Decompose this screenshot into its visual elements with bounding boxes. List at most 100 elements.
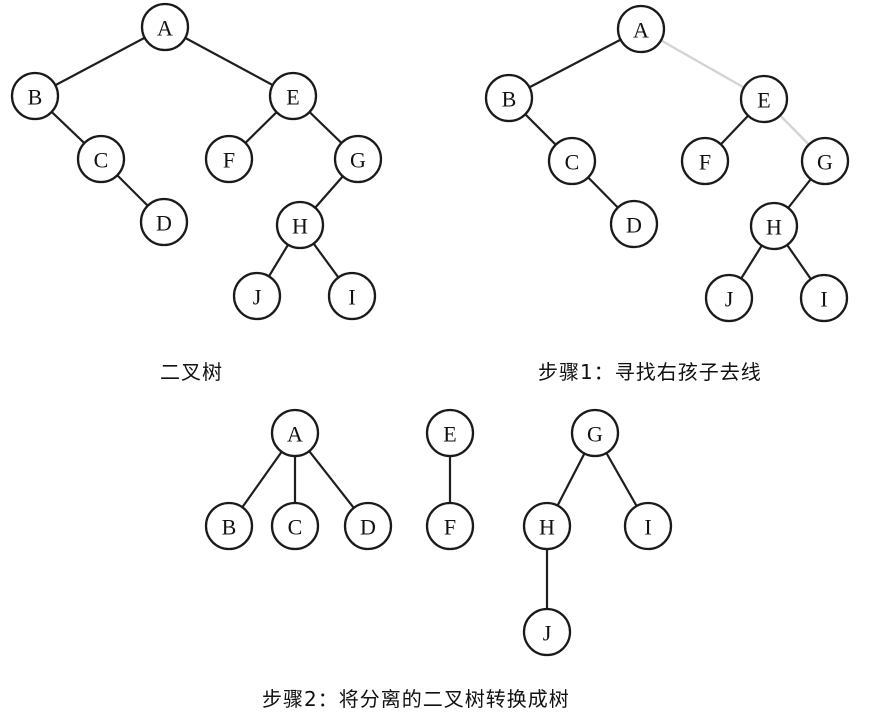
tree-node-F-diagram-2: F xyxy=(425,501,475,551)
tree-node-I-diagram-0: I xyxy=(327,271,377,321)
node-label: H xyxy=(539,515,555,540)
edge-A-E-diagram-0 xyxy=(163,25,295,98)
node-label: B xyxy=(28,85,43,110)
node-circle xyxy=(10,71,60,121)
tree-node-J-diagram-1: J xyxy=(704,273,754,323)
node-circle xyxy=(547,136,597,186)
node-label: A xyxy=(287,422,303,447)
node-label: H xyxy=(292,214,308,239)
tree-node-A-diagram-1: A xyxy=(616,4,666,54)
node-circle xyxy=(425,501,475,551)
node-label: G xyxy=(350,148,366,173)
node-label: C xyxy=(565,150,580,175)
node-label: D xyxy=(360,515,376,540)
node-circle xyxy=(570,408,620,458)
node-circle xyxy=(800,136,850,186)
tree-node-B-diagram-0: B xyxy=(10,71,60,121)
node-circle xyxy=(343,501,393,551)
tree-node-B-diagram-1: B xyxy=(484,73,534,123)
tree-node-E-diagram-1: E xyxy=(739,74,789,124)
node-circle xyxy=(616,4,666,54)
node-circle xyxy=(275,200,325,250)
node-circle xyxy=(140,2,190,52)
node-label: F xyxy=(699,150,711,175)
tree-node-D-diagram-1: D xyxy=(609,199,659,249)
tree-node-G-diagram-1: G xyxy=(800,136,850,186)
node-label: C xyxy=(94,148,109,173)
caption-step-2: 步骤2：将分离的二叉树转换成树 xyxy=(262,687,570,711)
tree-node-H-diagram-0: H xyxy=(275,200,325,250)
nodes-layer: A B E C D F G H J I A B E C D F G H J I A B C D E F G H I J xyxy=(10,2,850,657)
tree-node-C-diagram-2: C xyxy=(270,501,320,551)
node-label: I xyxy=(644,515,651,540)
tree-node-B-diagram-2: B xyxy=(204,501,254,551)
node-label: D xyxy=(626,213,642,238)
edge-A-B-diagram-1 xyxy=(507,27,643,100)
node-label: G xyxy=(817,150,833,175)
node-circle xyxy=(425,408,475,458)
tree-node-I-diagram-1: I xyxy=(799,273,849,323)
node-circle xyxy=(749,201,799,251)
tree-node-H-diagram-2: H xyxy=(522,501,572,551)
caption-step-1: 步骤1：寻找右孩子去线 xyxy=(538,360,762,384)
node-circle xyxy=(799,273,849,323)
node-circle xyxy=(270,408,320,458)
tree-node-E-diagram-0: E xyxy=(268,71,318,121)
node-label: B xyxy=(222,515,237,540)
node-label: G xyxy=(587,422,603,447)
node-label: J xyxy=(253,285,262,310)
tree-node-G-diagram-0: G xyxy=(333,134,383,184)
node-circle xyxy=(522,501,572,551)
node-circle xyxy=(327,271,377,321)
node-circle xyxy=(333,134,383,184)
tree-node-J-diagram-2: J xyxy=(522,607,572,657)
node-circle xyxy=(268,71,318,121)
tree-node-F-diagram-1: F xyxy=(680,136,730,186)
tree-node-F-diagram-0: F xyxy=(204,134,254,184)
node-label: H xyxy=(766,215,782,240)
tree-node-I-diagram-2: I xyxy=(623,501,673,551)
edges-layer xyxy=(33,25,827,634)
node-circle xyxy=(739,74,789,124)
node-label: B xyxy=(502,87,517,112)
node-circle xyxy=(609,199,659,249)
node-label: E xyxy=(286,85,299,110)
node-label: I xyxy=(820,287,827,312)
tree-node-D-diagram-0: D xyxy=(139,197,189,247)
tree-node-E-diagram-2: E xyxy=(425,408,475,458)
node-label: E xyxy=(443,422,456,447)
node-circle xyxy=(204,501,254,551)
node-label: J xyxy=(543,621,552,646)
node-circle xyxy=(680,136,730,186)
caption-binary-tree: 二叉树 xyxy=(160,360,223,384)
node-circle xyxy=(623,501,673,551)
node-label: J xyxy=(725,287,734,312)
tree-node-D-diagram-2: D xyxy=(343,501,393,551)
node-circle xyxy=(204,134,254,184)
tree-node-A-diagram-0: A xyxy=(140,2,190,52)
node-label: A xyxy=(633,18,649,43)
node-label: F xyxy=(223,148,235,173)
node-label: I xyxy=(348,285,355,310)
node-label: F xyxy=(444,515,456,540)
tree-node-G-diagram-2: G xyxy=(570,408,620,458)
tree-node-C-diagram-1: C xyxy=(547,136,597,186)
node-circle xyxy=(522,607,572,657)
tree-node-A-diagram-2: A xyxy=(270,408,320,458)
node-circle xyxy=(139,197,189,247)
node-label: C xyxy=(288,515,303,540)
node-circle xyxy=(484,73,534,123)
node-label: D xyxy=(156,211,172,236)
node-label: E xyxy=(757,88,770,113)
node-circle xyxy=(232,271,282,321)
tree-node-H-diagram-1: H xyxy=(749,201,799,251)
node-label: A xyxy=(157,16,173,41)
node-circle xyxy=(704,273,754,323)
node-circle xyxy=(270,501,320,551)
edge-A-B-diagram-0 xyxy=(33,25,167,98)
node-circle xyxy=(76,134,126,184)
tree-node-J-diagram-0: J xyxy=(232,271,282,321)
tree-node-C-diagram-0: C xyxy=(76,134,126,184)
